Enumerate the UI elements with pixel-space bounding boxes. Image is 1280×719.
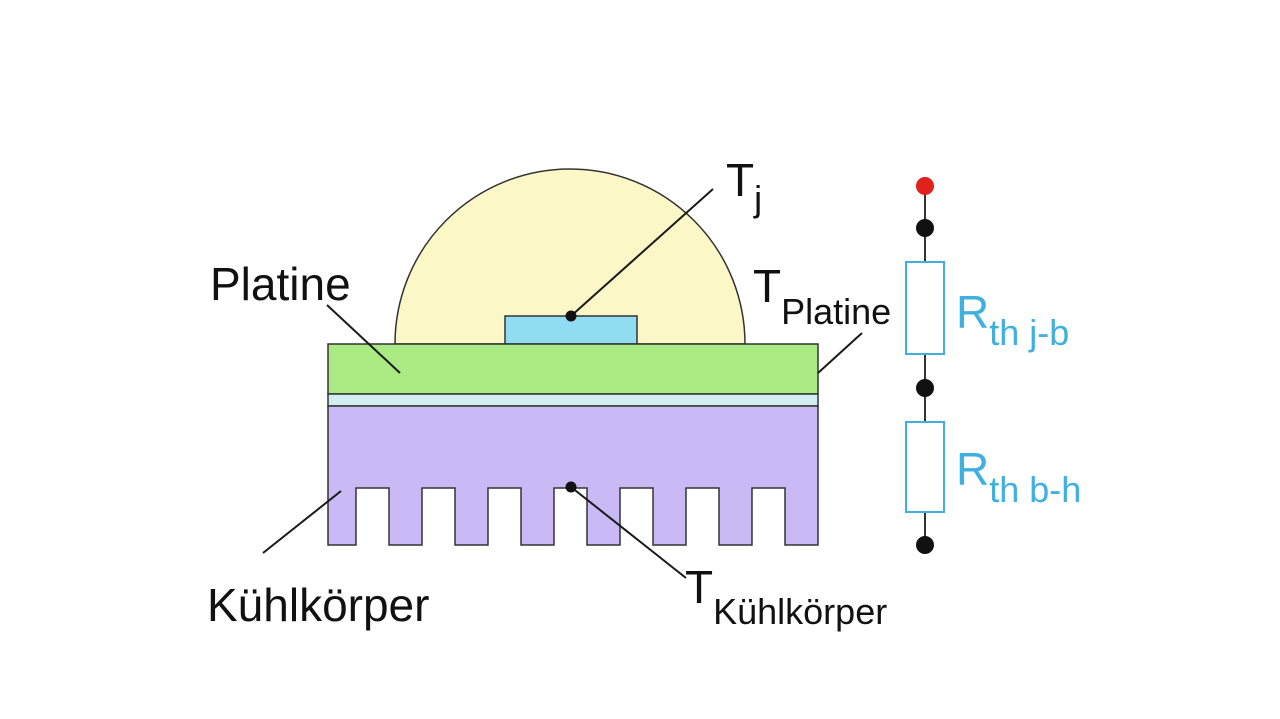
circuit-node-top-red — [916, 177, 934, 195]
heatsink-point — [565, 481, 577, 493]
circuit-node-2 — [916, 379, 934, 397]
leader-line-kuehlkoerper — [262, 490, 342, 554]
label-t-platine: TPlatine — [753, 260, 891, 332]
heatsink — [327, 405, 819, 546]
label-t-kuehlkoerper: TKühlkörper — [685, 561, 887, 632]
leader-line-tj — [570, 188, 714, 317]
junction-point — [565, 310, 577, 322]
label-rth-bh: Rth b-h — [956, 443, 1081, 510]
circuit-board — [327, 343, 819, 395]
label-tj: Tj — [726, 154, 762, 219]
label-platine: Platine — [210, 258, 351, 310]
resistor-symbol-rth-jb — [905, 261, 945, 355]
label-kuehlkoerper: Kühlkörper — [207, 579, 429, 631]
leader-line-platine — [326, 304, 401, 374]
leader-line-t-platine — [817, 332, 863, 374]
thermal-interface-layer — [327, 393, 819, 407]
leader-line-t-kuehlkoerper — [570, 486, 687, 579]
circuit-node-3 — [916, 536, 934, 554]
label-rth-jb: Rth j-b — [956, 286, 1069, 353]
led-dome — [394, 168, 746, 345]
circuit-node-1 — [916, 219, 934, 237]
resistor-symbol-rth-bh — [905, 421, 945, 513]
